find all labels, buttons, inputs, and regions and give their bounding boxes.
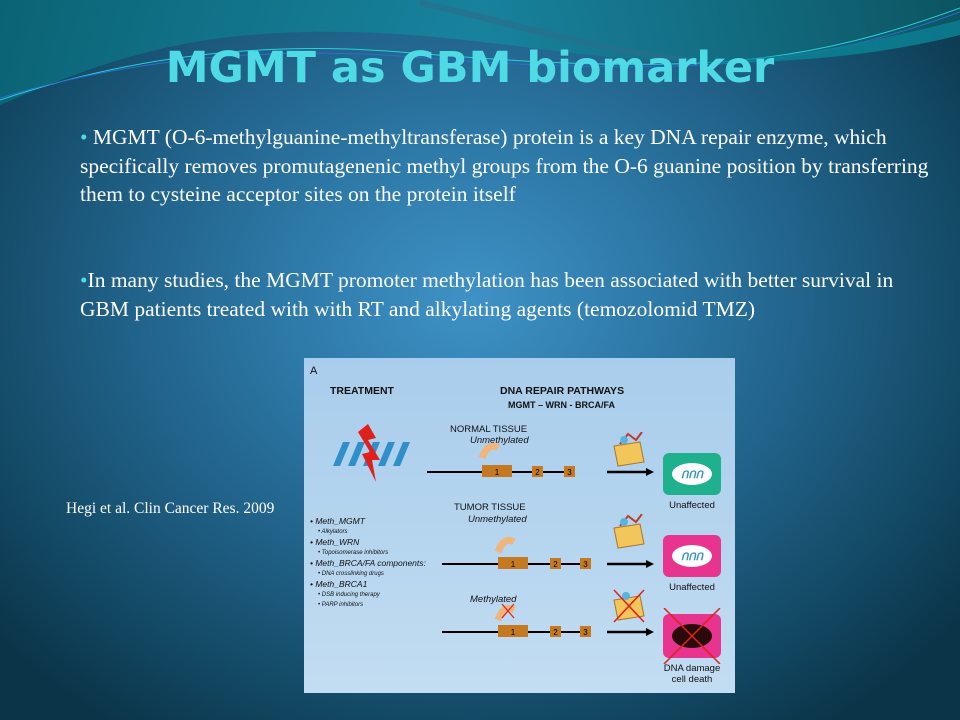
gene-diagram: 1 2 3 1 2 3 <box>427 442 654 637</box>
transcription-arrow-icon <box>494 604 516 622</box>
methylation-target-list: • Meth_MGMT • Alkylators • Meth_WRN • To… <box>310 516 426 610</box>
exon-box <box>532 466 543 477</box>
bullet-paragraph-mgmt-definition: • MGMT (O-6-methylguanine-methyltransfer… <box>80 123 940 209</box>
slide-title: MGMT as GBM biomarker <box>165 43 775 93</box>
exon-box <box>580 626 591 637</box>
exon-box <box>498 625 528 637</box>
outcome-tile-cell-death <box>663 608 721 664</box>
list-subitem: • DNA crosslinking drugs <box>318 571 384 577</box>
row-tissue-label: TUMOR TISSUE <box>454 502 526 513</box>
exon-label: 1 <box>511 628 516 637</box>
broken-toolbox-icon <box>613 589 645 623</box>
treatment-heading: TREATMENT <box>330 385 394 397</box>
list-item: • Meth_WRN <box>310 537 360 547</box>
row-state-label: Unmethylated <box>468 514 527 525</box>
row-tissue-label: NORMAL TISSUE <box>450 424 528 435</box>
exon-label: 3 <box>583 628 588 637</box>
bullet-marker: • <box>80 125 88 149</box>
arrow-right-icon <box>646 468 654 476</box>
exon-label: 1 <box>495 468 500 477</box>
toolbox-icon <box>613 514 645 549</box>
outcome-label: Unaffected <box>669 582 715 593</box>
gene-row-tumor-unmethylated: 1 2 3 <box>442 536 654 569</box>
arrow-right-icon <box>646 560 654 568</box>
outcome-line: cell death <box>671 674 713 685</box>
exon-box <box>550 626 561 637</box>
exon-box <box>498 557 528 569</box>
svg-text:ՈՈՈ: ՈՈՈ <box>681 470 705 481</box>
list-subitem: • DSB inducing therapy <box>318 592 380 598</box>
blocked-x-icon <box>501 603 515 619</box>
exon-box <box>564 466 575 477</box>
citation: Hegi et al. Clin Cancer Res. 2009 <box>66 500 275 517</box>
row-state-label: Methylated <box>470 594 517 605</box>
exon-box <box>580 558 591 569</box>
exon-label: 3 <box>583 560 588 569</box>
list-subitem: • Topoisomerase inhibitors <box>318 550 389 556</box>
exon-label: 2 <box>535 468 540 477</box>
list-subitem: • PARP inhibitors <box>318 602 364 608</box>
bullet-marker: • <box>80 268 88 292</box>
exon-label: 3 <box>567 468 572 477</box>
pathways-subheading: MGMT – WRN - BRCA/FA <box>508 400 615 410</box>
arrow-right-icon <box>646 628 654 636</box>
gene-row-normal: 1 2 3 <box>427 442 654 477</box>
dna-repair-figure: A TREATMENT DNA REPAIR PATHWAYS MGMT – W… <box>304 358 735 693</box>
outcome-label-cell-death: DNA damage cell death <box>652 663 732 685</box>
transcription-arrow-icon <box>494 536 516 554</box>
exon-box <box>550 558 561 569</box>
svg-text:ՈՈՈ: ՈՈՈ <box>681 552 705 563</box>
outcome-tile-normal: ՈՈՈ <box>663 453 721 495</box>
figure-panel-letter: A <box>310 365 318 377</box>
pathways-heading: DNA REPAIR PATHWAYS <box>500 385 625 397</box>
outcome-line: DNA damage <box>663 663 721 674</box>
list-item: • Meth_MGMT <box>310 516 365 526</box>
bullet-text: In many studies, the MGMT promoter methy… <box>80 268 894 321</box>
decorative-swoosh <box>0 0 960 105</box>
outcome-label: Unaffected <box>669 500 715 511</box>
dna-lightning-icon <box>333 424 410 482</box>
bullet-paragraph-methylation-survival: •In many studies, the MGMT promoter meth… <box>80 266 940 323</box>
list-item: • Meth_BRCA1 <box>310 579 368 589</box>
exon-label: 2 <box>553 628 558 637</box>
row-state-label: Unmethylated <box>470 435 529 446</box>
exon-label: 2 <box>553 560 558 569</box>
exon-label: 1 <box>511 560 516 569</box>
list-subitem: • Alkylators <box>318 529 348 535</box>
toolbox-icon <box>613 432 645 467</box>
outcome-tile-tumor-unmethylated: ՈՈՈ <box>663 535 721 577</box>
transcription-arrow-icon <box>478 442 500 460</box>
exon-box <box>482 465 512 477</box>
list-item: • Meth_BRCA/FA components: <box>310 558 426 568</box>
bullet-text: MGMT (O-6-methylguanine-methyltransferas… <box>80 125 929 206</box>
gene-row-tumor-methylated: 1 2 3 <box>442 603 654 637</box>
